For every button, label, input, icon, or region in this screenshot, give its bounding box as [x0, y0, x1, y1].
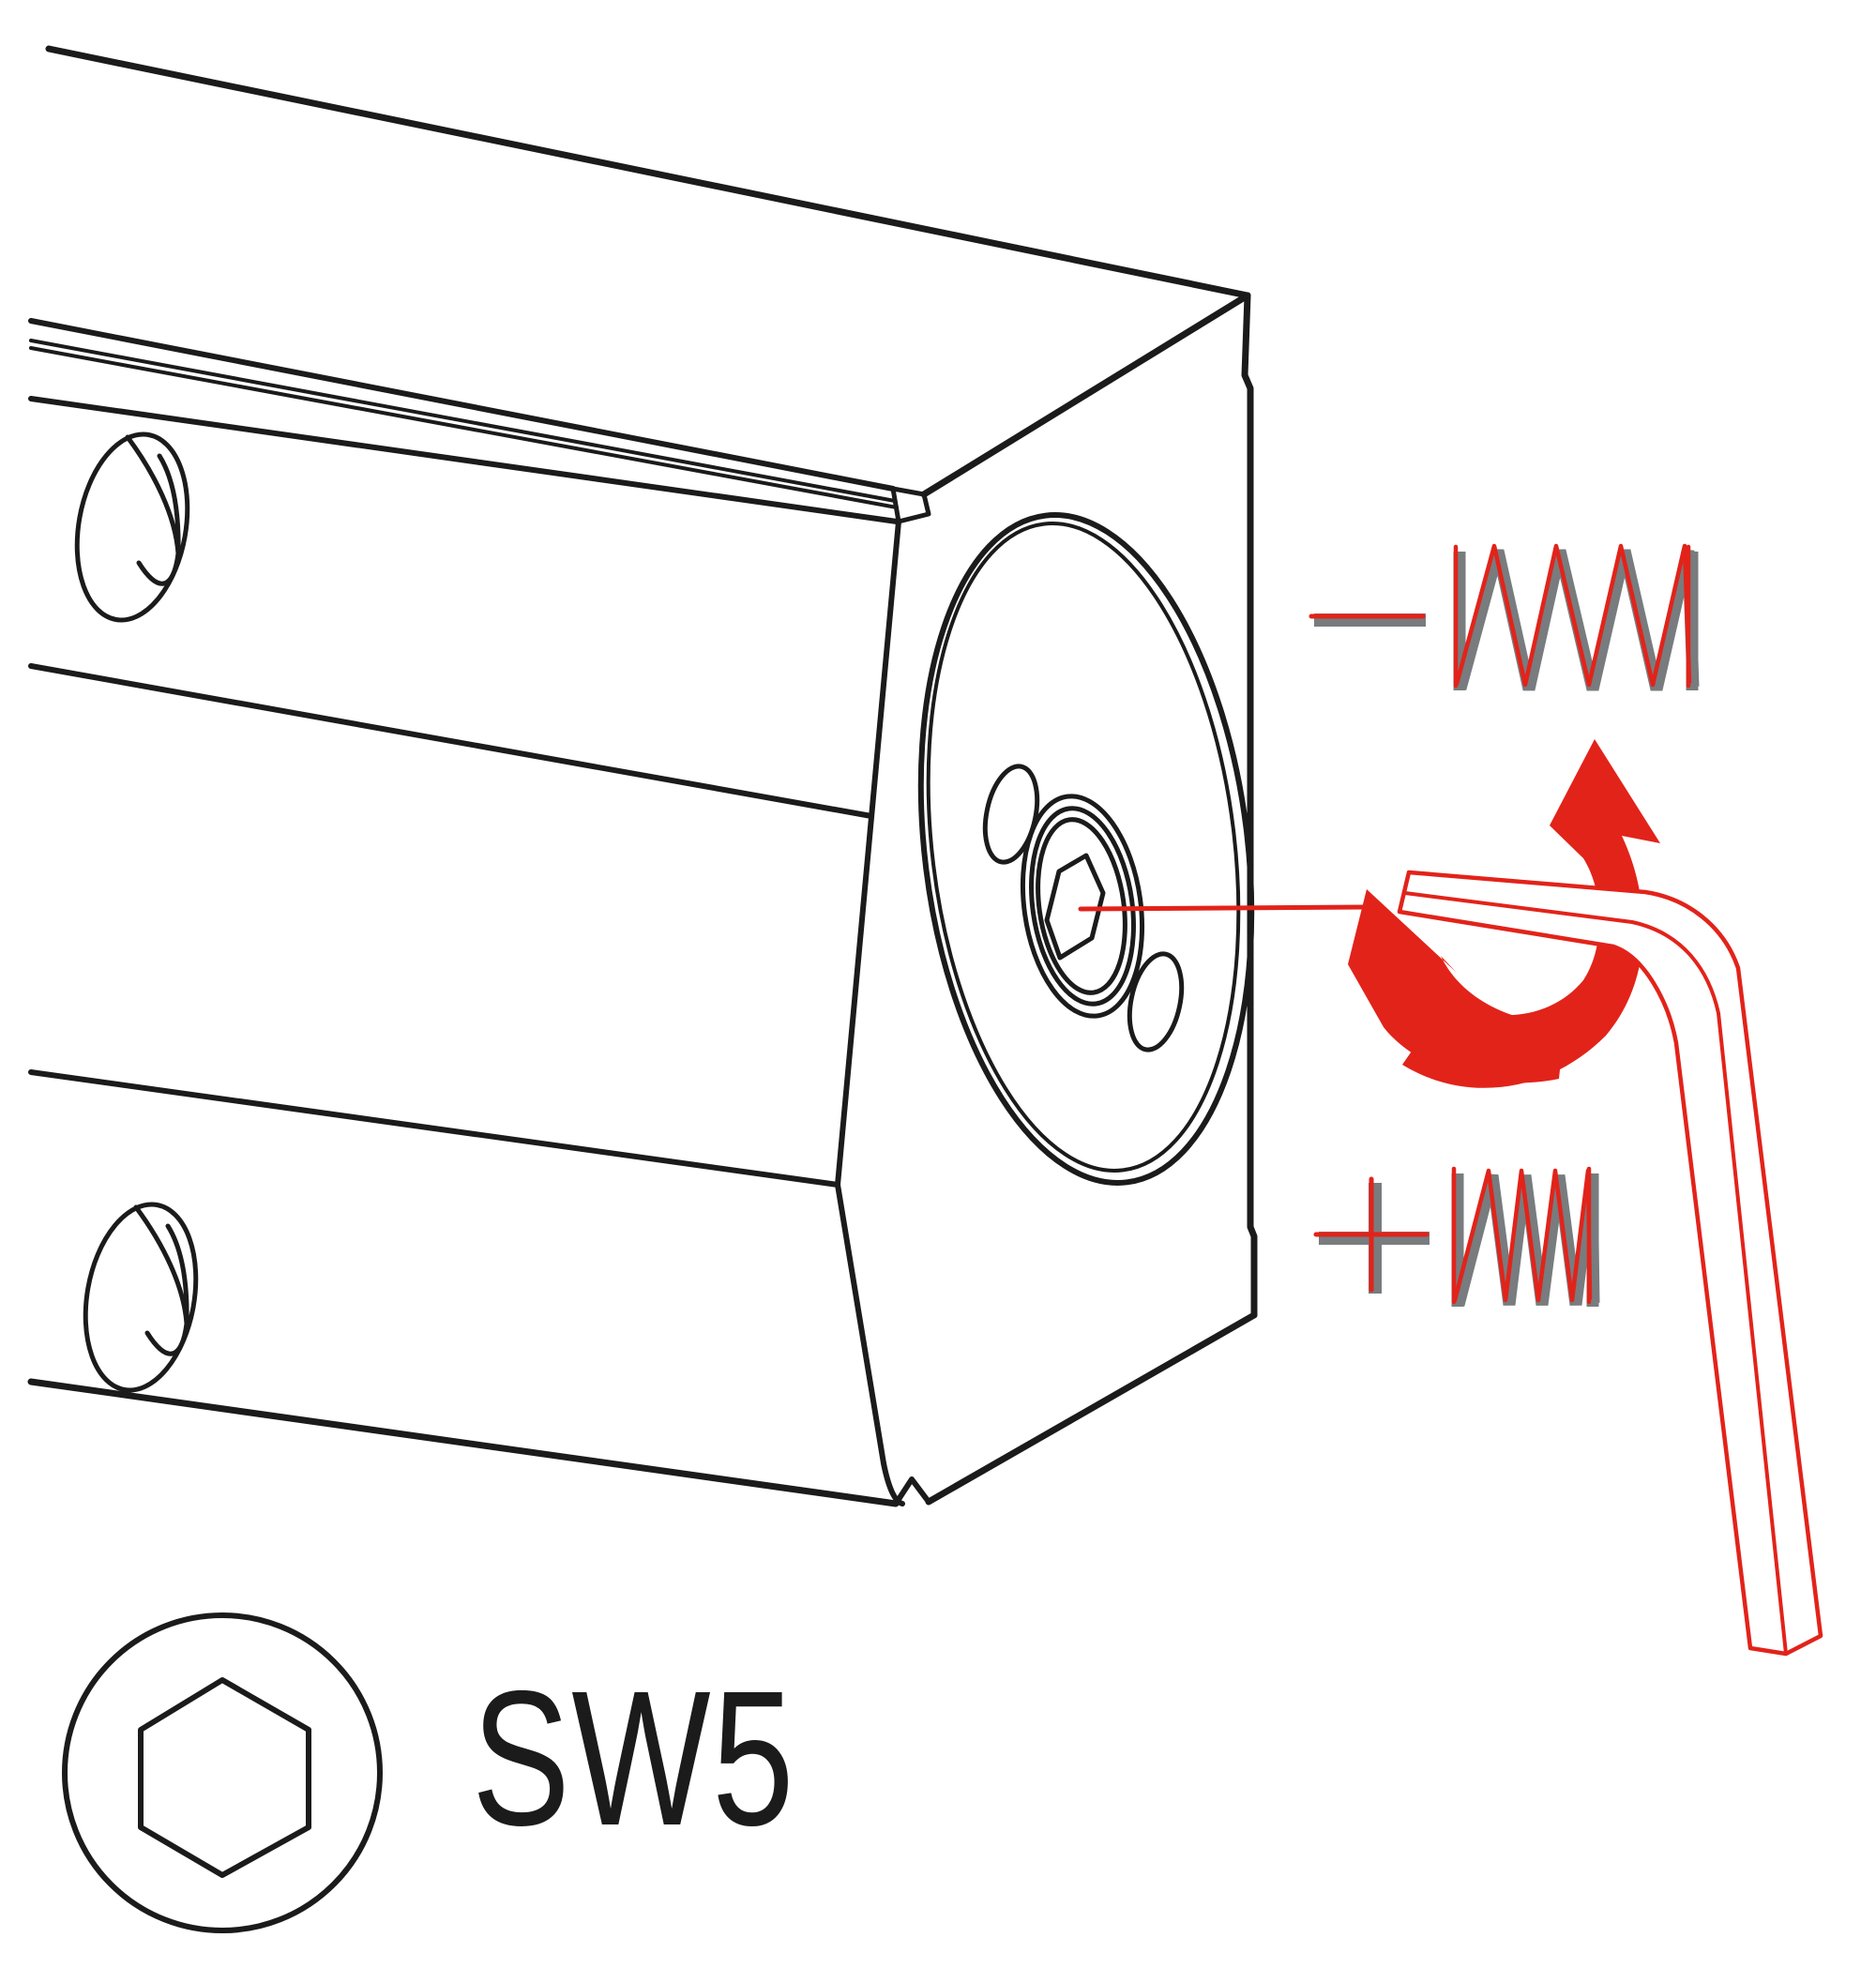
dial-hole-upper-left — [982, 764, 1040, 865]
endface-top-edge — [920, 292, 1251, 498]
hex-socket-size-callout: SW5 — [62, 1612, 795, 1933]
hex-socket-screw — [1020, 794, 1145, 1019]
body-right-edge — [1241, 292, 1258, 1319]
leader-line — [1078, 904, 1370, 912]
rotate-arrow-head-left — [1348, 889, 1565, 1083]
hex-key-icon — [1397, 870, 1823, 1657]
tension-increase-indicator — [1313, 1166, 1600, 1307]
lower-hole-bore-arc1 — [133, 1204, 189, 1326]
device-body — [27, 45, 1258, 1507]
spring-compressed-lines — [1451, 1166, 1593, 1305]
end-cap-dial — [917, 512, 1255, 1186]
dial-hole-lower-right — [1127, 951, 1185, 1052]
frontface-right-edge — [835, 519, 901, 1188]
plus-icon — [1313, 1176, 1430, 1293]
frontface-bottom-edge — [28, 1069, 840, 1188]
dial-inner-rim — [926, 522, 1241, 1173]
top-groove-line-1 — [29, 339, 897, 503]
screw-ring-inner — [1036, 817, 1127, 995]
hex-key-outline — [1397, 870, 1823, 1657]
top-groove-line-2 — [29, 346, 899, 509]
mid-groove-line — [28, 663, 874, 819]
screw-ring-outer — [1020, 794, 1145, 1019]
screw-ring-mid — [1029, 806, 1136, 1007]
bottom-corner-notch — [893, 1476, 931, 1506]
front-face-screw-holes — [74, 431, 199, 1393]
socket-circle — [62, 1612, 383, 1933]
spring-extended-icon — [1453, 543, 1700, 691]
spring-extended-lines — [1453, 543, 1692, 689]
socket-hexagon — [138, 1677, 311, 1878]
tension-decrease-indicator — [1309, 543, 1700, 691]
upper-hole-bore-arc2 — [157, 453, 181, 556]
topface-near-edge — [28, 318, 896, 492]
plus-icon-shadow — [1319, 1183, 1430, 1294]
chamfer-strip-edge — [28, 396, 900, 524]
screw-hex-socket-icon — [1044, 853, 1106, 961]
lower-hole-outer — [83, 1202, 199, 1393]
lower-hole-bore-arc3 — [144, 1321, 189, 1356]
upper-screw-hole — [74, 431, 190, 623]
body-lower-outline — [27, 1378, 900, 1507]
hex-socket-icon — [62, 1612, 383, 1933]
spring-compressed-icon — [1451, 1166, 1600, 1307]
upper-hole-bore-arc1 — [125, 434, 181, 556]
lower-screw-hole — [83, 1202, 199, 1393]
dial-outer-rim — [917, 512, 1255, 1186]
lower-right-edge — [835, 1182, 905, 1506]
upper-hole-outer — [74, 431, 190, 623]
chamfer-corner — [890, 486, 931, 524]
rotate-arrow-icon — [1402, 739, 1660, 1088]
tool-size-label: SW5 — [472, 1651, 795, 1866]
hex-key-ridge-line — [1403, 891, 1788, 1656]
endcap-bottom-edge — [925, 1311, 1258, 1506]
lower-hole-bore-arc2 — [165, 1223, 189, 1326]
body-top-edge — [45, 45, 1251, 299]
upper-hole-bore-arc3 — [136, 551, 181, 586]
